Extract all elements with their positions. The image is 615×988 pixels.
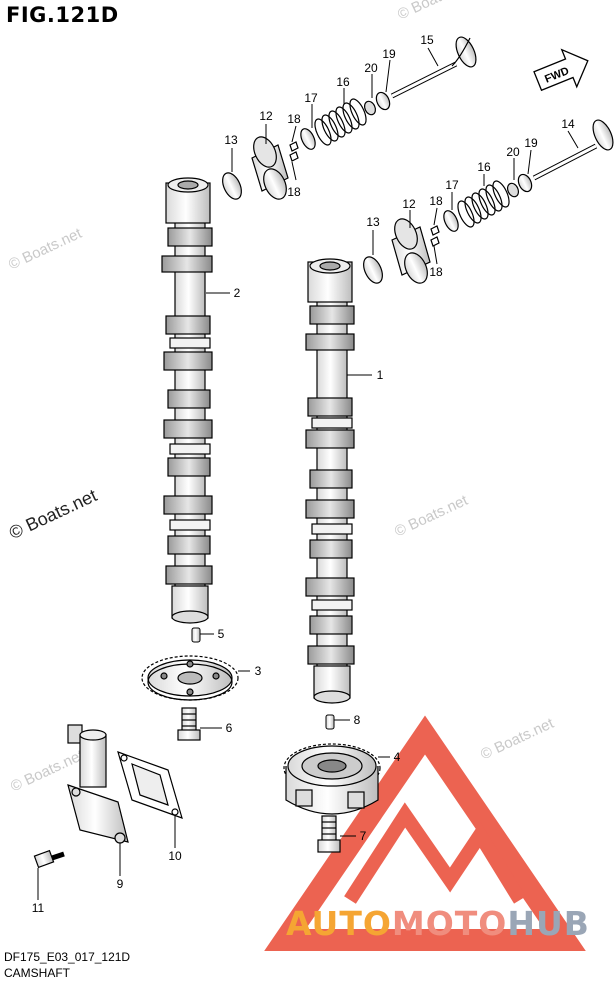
spring-seat-20: [506, 182, 520, 198]
camshaft-1: [305, 258, 355, 704]
callout-14: 14: [561, 117, 575, 131]
callout-20: 20: [364, 61, 378, 75]
callout-2: 2: [234, 286, 241, 300]
valve-seal-19: [375, 91, 391, 111]
callout-9: 9: [117, 877, 124, 891]
valve-14: [532, 119, 614, 181]
figure-title: FIG.121D: [6, 3, 119, 27]
fwd-arrow: FWD: [533, 48, 589, 92]
shim-13: [222, 172, 242, 200]
vvt-sprocket-4: [283, 743, 381, 815]
brand-part-hub: HUB: [507, 904, 590, 943]
callout-16: 16: [336, 75, 350, 89]
callout-18: 18: [429, 265, 443, 279]
valve-spring-16: [457, 180, 510, 228]
callout-16: 16: [477, 160, 491, 174]
callout-17: 17: [304, 91, 318, 105]
oil-control-valve-9: [67, 724, 129, 844]
cotter-18: [430, 225, 440, 247]
callout-1: 1: [377, 368, 384, 382]
valve-seal-19: [517, 173, 533, 193]
figure-code: DF175_E03_017_121D: [4, 950, 131, 964]
callout-20: 20: [506, 145, 520, 159]
retainer-17: [443, 210, 459, 232]
callout-13: 13: [224, 133, 238, 147]
callout-19: 19: [382, 47, 396, 61]
cotter-18: [289, 141, 299, 162]
callout-labels: 15 19 20 16 17 12 18 18 13 14 19 20 16 1…: [32, 33, 575, 915]
callout-11: 11: [32, 901, 45, 915]
retainer-17: [300, 128, 316, 150]
dowel-pin-5: [191, 627, 201, 643]
callout-18: 18: [287, 185, 301, 199]
camshaft-2: [161, 177, 213, 624]
brand-wordmark: AUTOMOTOHUB: [286, 904, 590, 943]
callout-5: 5: [218, 627, 225, 641]
brand-logo-triangle: [264, 715, 586, 951]
callout-17: 17: [445, 178, 459, 192]
callout-4: 4: [394, 750, 401, 764]
callout-10: 10: [168, 849, 182, 863]
sprocket-3: [141, 655, 239, 701]
callout-7: 7: [360, 829, 367, 843]
gasket-10: [117, 751, 183, 819]
callout-6: 6: [226, 721, 233, 735]
callout-15: 15: [420, 33, 434, 47]
callout-8: 8: [354, 713, 361, 727]
valve-15: [390, 36, 477, 99]
brand-part-auto: AUTO: [286, 904, 392, 943]
callout-12: 12: [259, 109, 273, 123]
bolt-7: [317, 815, 341, 853]
leader-lines: [37, 47, 579, 900]
valve-train-lower: [363, 119, 614, 284]
tappet-12: [251, 136, 289, 200]
callout-13: 13: [366, 215, 380, 229]
valve-train-upper: [222, 36, 477, 200]
brand-part-moto: MOTO: [391, 904, 508, 943]
callout-3: 3: [255, 664, 262, 678]
valve-spring-16: [314, 98, 367, 146]
callout-19: 19: [524, 136, 538, 150]
bolt-11: [33, 849, 65, 869]
spring-seat-20: [363, 100, 377, 116]
callout-12: 12: [402, 197, 416, 211]
dowel-pin-8: [325, 714, 335, 730]
shim-13: [363, 256, 383, 284]
bolt-6: [177, 707, 201, 741]
tappet-12: [391, 218, 431, 284]
callout-18: 18: [429, 194, 443, 208]
callout-18: 18: [287, 112, 301, 126]
figure-name: CAMSHAFT: [4, 966, 70, 980]
